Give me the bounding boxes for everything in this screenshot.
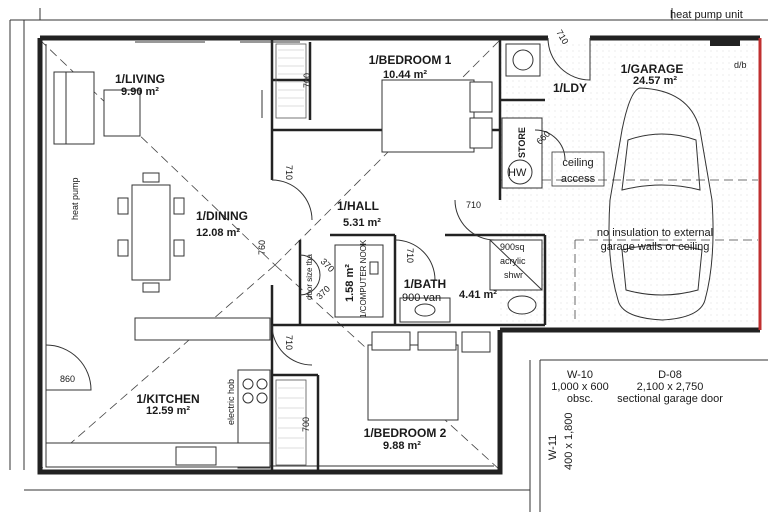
dim-710-hall-left: 710 [284, 165, 294, 180]
room-label-living: 1/LIVING 9.90 m² [115, 72, 165, 98]
heat-pump-unit [710, 40, 740, 46]
svg-text:1/LDY: 1/LDY [553, 81, 587, 95]
no-insulation-line-2: garage walls or ceiling [601, 241, 710, 253]
svg-text:1/DINING: 1/DINING [196, 209, 248, 223]
dim-370-a: 370 [319, 256, 337, 274]
door-size-label: door size tba [305, 254, 314, 300]
svg-text:1/BEDROOM 2: 1/BEDROOM 2 [364, 426, 447, 440]
dim-860: 860 [60, 374, 75, 384]
svg-text:4.41 m²: 4.41 m² [459, 289, 497, 301]
no-insulation-line-1: no insulation to external [597, 227, 713, 239]
svg-text:400 x 1,800: 400 x 1,800 [563, 413, 575, 471]
room-label-bath: 1/BATH 4.41 m² [404, 277, 498, 301]
room-label-nook: 1/COMPUTER NOOK 1.58 m² [344, 239, 368, 318]
svg-text:1/BEDROOM 1: 1/BEDROOM 1 [369, 53, 452, 67]
shower-line-1: 900sq [500, 242, 525, 252]
ceiling-access-box [551, 151, 605, 187]
room-label-garage: 1/GARAGE 24.57 m² [621, 62, 684, 87]
store-label: STORE [517, 127, 527, 158]
dim-710-bed2: 710 [284, 335, 294, 350]
room-label-dining: 1/DINING 12.08 m² [196, 209, 248, 239]
heat-pump-unit-label: heat pump unit [670, 9, 743, 21]
svg-text:12.59 m²: 12.59 m² [146, 405, 190, 417]
site-frame [9, 8, 768, 512]
shower-line-2: acrylic [500, 256, 526, 266]
svg-text:1,000 x 600: 1,000 x 600 [551, 381, 609, 393]
svg-text:24.57 m²: 24.57 m² [633, 75, 677, 87]
svg-text:5.31 m²: 5.31 m² [343, 217, 381, 229]
svg-text:12.08 m²: 12.08 m² [196, 227, 240, 239]
room-label-hall: 1/HALL 5.31 m² [337, 199, 381, 229]
svg-text:1/HALL: 1/HALL [337, 199, 379, 213]
dim-700-wardrobe2: 700 [301, 417, 311, 432]
svg-text:1/COMPUTER NOOK: 1/COMPUTER NOOK [359, 239, 368, 318]
door-schedule-d08: D-08 2,100 x 2,750 sectional garage door [617, 369, 723, 405]
dim-700-wardrobe1: 700 [302, 73, 312, 88]
computer-nook-box [334, 244, 384, 318]
garage-floor [500, 42, 758, 324]
svg-text:W-11: W-11 [547, 435, 559, 460]
db-label: d/b [734, 60, 747, 70]
window-schedule-w10: W-10 1,000 x 600 obsc. [551, 369, 609, 405]
svg-text:sectional garage door: sectional garage door [617, 393, 723, 405]
room-label-bedroom1: 1/BEDROOM 1 10.44 m² [369, 53, 452, 81]
heat-pump-label: heat pump [70, 177, 80, 220]
room-label-bedroom2: 1/BEDROOM 2 9.88 m² [364, 426, 447, 452]
window-schedule-w11: W-11 400 x 1,800 [547, 413, 575, 471]
svg-text:9.88 m²: 9.88 m² [383, 440, 421, 452]
door-swings [45, 37, 591, 391]
svg-text:1/LIVING: 1/LIVING [115, 72, 165, 86]
bed-2 [367, 331, 491, 421]
room-label-laundry: 1/LDY [553, 81, 587, 95]
svg-text:2,100 x 2,750: 2,100 x 2,750 [637, 381, 704, 393]
svg-text:1.58 m²: 1.58 m² [344, 264, 356, 302]
svg-text:obsc.: obsc. [567, 393, 593, 405]
electric-hob-label: electric hob [226, 379, 236, 425]
dim-710-bath: 710 [405, 248, 415, 263]
bath-fixtures [399, 239, 543, 323]
hw-label: HW [508, 167, 527, 179]
car-outline [608, 87, 714, 321]
sofa [53, 71, 141, 145]
wardrobe-1 [275, 43, 307, 119]
dim-760: 760 [257, 240, 267, 255]
bed-1 [381, 79, 493, 153]
svg-text:D-08: D-08 [658, 369, 682, 381]
ceiling-access-line-2: access [561, 173, 596, 185]
svg-text:1/BATH: 1/BATH [404, 277, 446, 291]
wardrobe-2 [275, 379, 307, 466]
kitchen-bench [45, 317, 271, 469]
dim-710-hall-right: 710 [466, 200, 481, 210]
room-label-kitchen: 1/KITCHEN 12.59 m² [136, 392, 199, 417]
shower-line-3: shwr [504, 270, 523, 280]
svg-text:9.90 m²: 9.90 m² [121, 86, 159, 98]
svg-text:10.44 m²: 10.44 m² [383, 69, 427, 81]
svg-text:1/KITCHEN: 1/KITCHEN [136, 392, 199, 406]
svg-text:1/GARAGE: 1/GARAGE [621, 62, 684, 76]
vanity-label: 900 van [402, 292, 441, 304]
dining-table [117, 172, 185, 293]
svg-text:W-10: W-10 [567, 369, 593, 381]
ceiling-access-line-1: ceiling [562, 157, 593, 169]
